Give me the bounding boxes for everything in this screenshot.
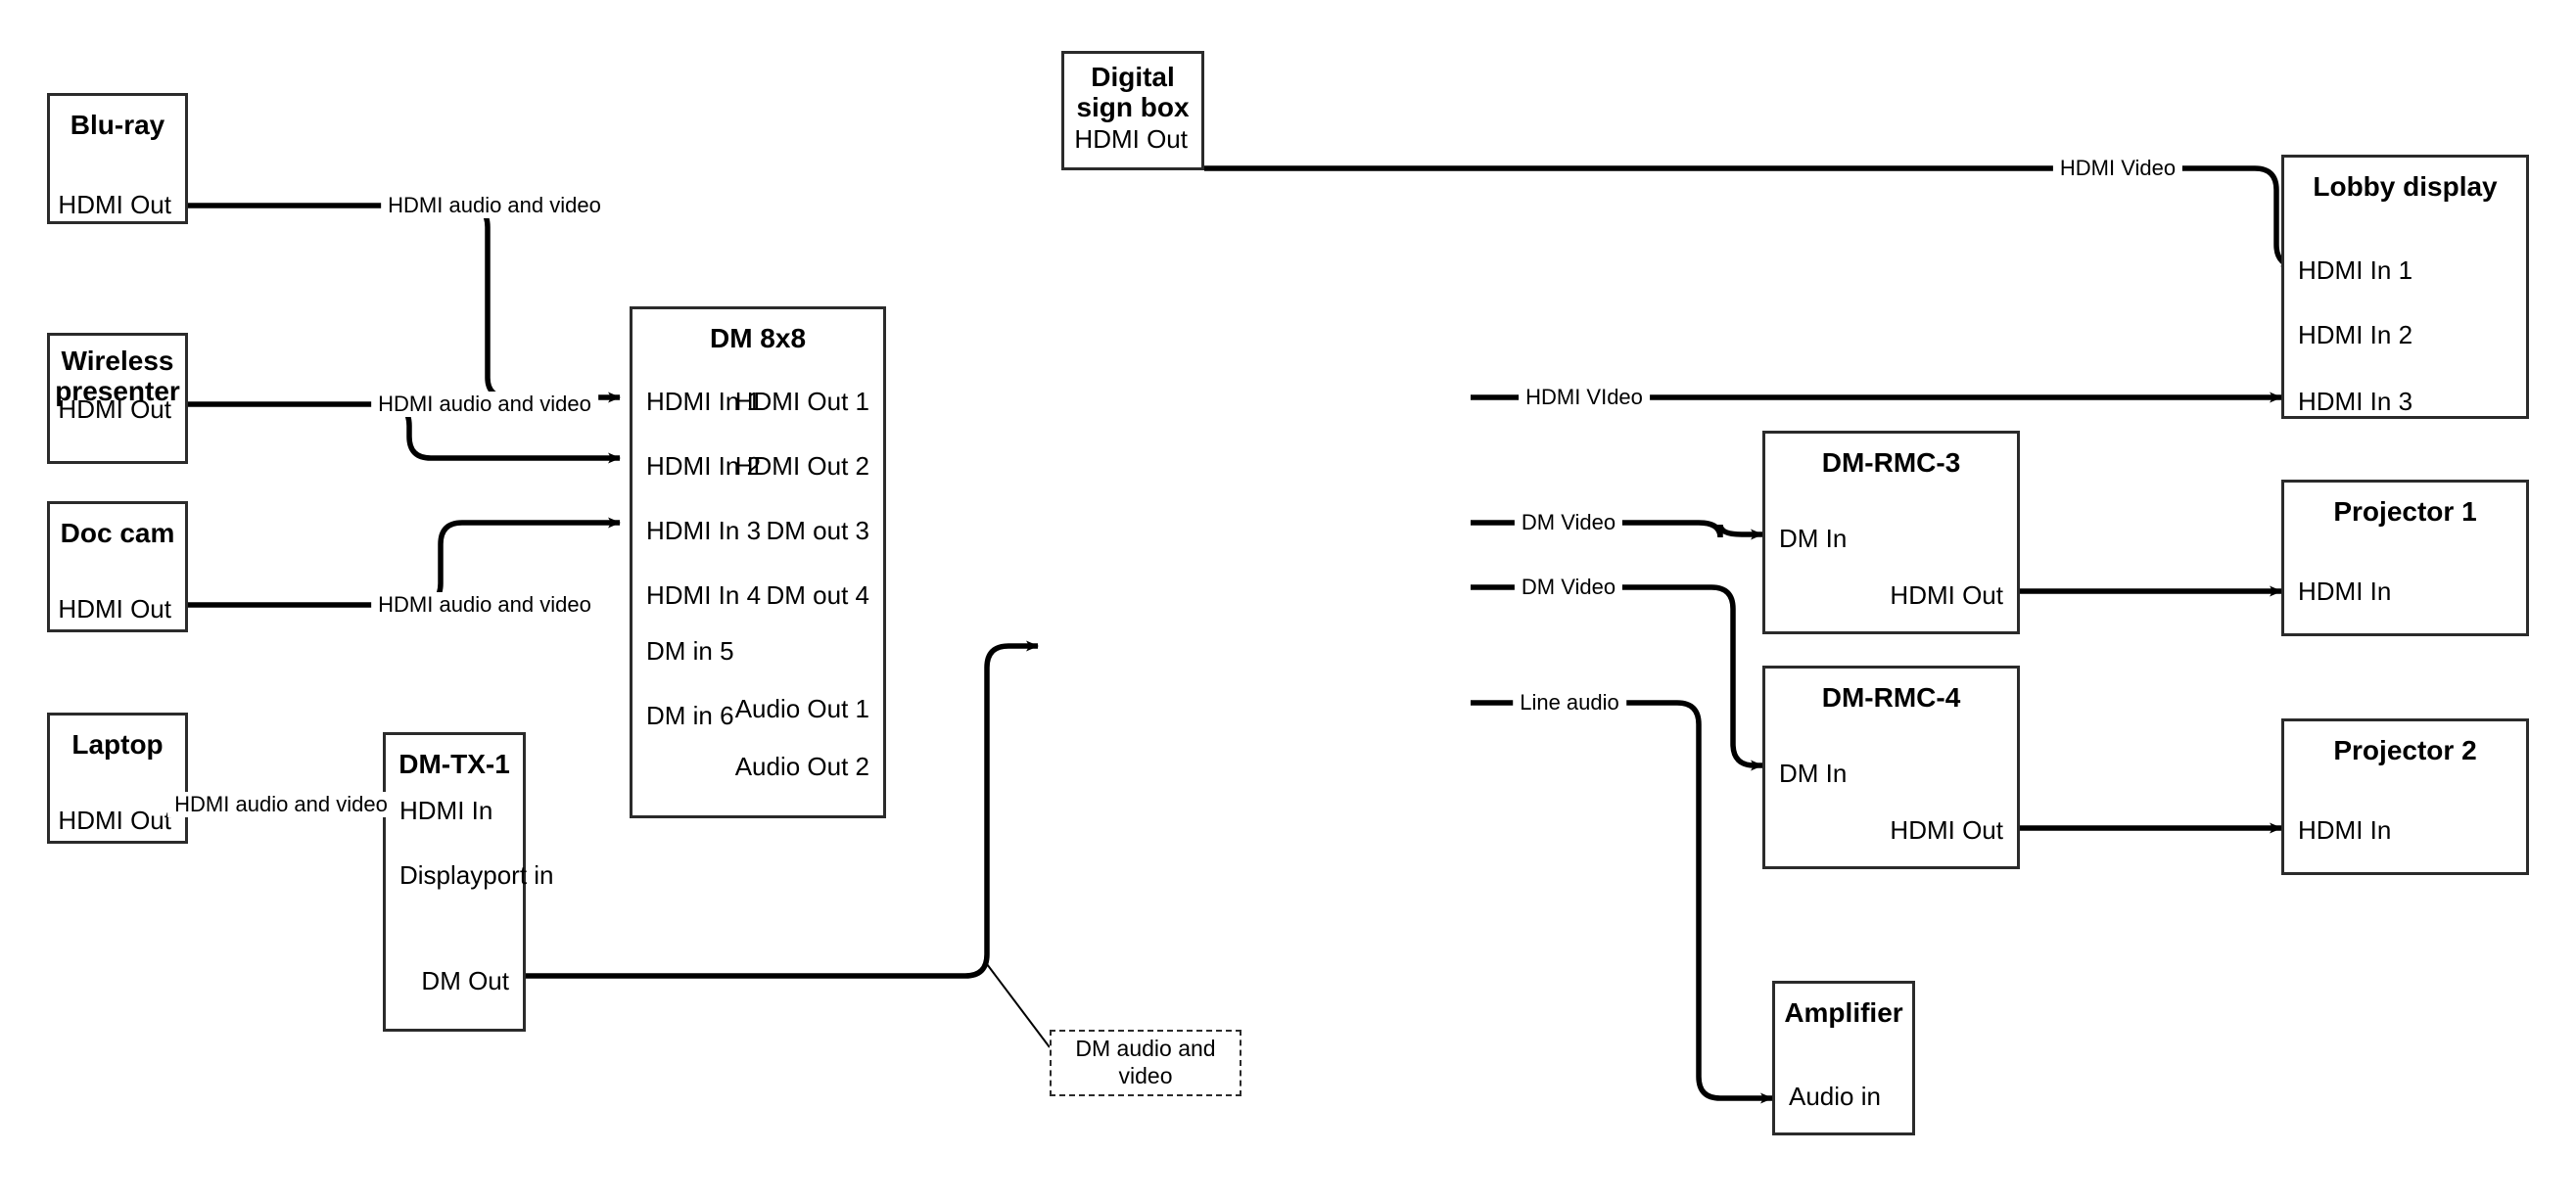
node-dm-rmc-4[interactable]: DM-RMC-4 DM In HDMI Out — [1762, 666, 2020, 869]
node-dm-8x8-port-audio-out-2[interactable]: Audio Out 2 — [734, 752, 869, 781]
wire-label-dm-out-3: DM Video — [1514, 510, 1623, 535]
node-amplifier-title: Amplifier — [1784, 997, 1903, 1028]
node-laptop-port-hdmi-out[interactable]: HDMI Out — [58, 806, 171, 835]
node-digital-sign-box[interactable]: Digital sign box HDMI Out — [1061, 51, 1204, 170]
wire-label-hdmi-out-1: HDMI VIdeo — [1519, 385, 1650, 410]
node-dm-rmc-3-title: DM-RMC-3 — [1821, 447, 1961, 478]
node-lobby-display-title: Lobby display — [2313, 171, 2498, 202]
node-dm-8x8-port-hdmi-out-1[interactable]: HDMI Out 1 — [734, 387, 869, 416]
node-lobby-display-port-hdmi-in-3[interactable]: HDMI In 3 — [2298, 387, 2413, 416]
node-dm-rmc-4-port-hdmi-out[interactable]: HDMI Out — [1890, 815, 2003, 845]
node-dm-rmc-4-title: DM-RMC-4 — [1821, 682, 1961, 713]
wire-label-wireless: HDMI audio and video — [371, 392, 598, 417]
node-dm-tx-1-port-hdmi-in[interactable]: HDMI In — [399, 796, 493, 825]
node-dm-8x8[interactable]: DM 8x8 HDMI In 1 HDMI In 2 HDMI In 3 HDM… — [630, 306, 886, 818]
node-dm-8x8-port-hdmi-out-2[interactable]: HDMI Out 2 — [734, 451, 869, 481]
node-laptop-title: Laptop — [71, 729, 164, 760]
node-doc-cam[interactable]: Doc cam HDMI Out — [47, 501, 188, 632]
node-dm-8x8-port-hdmi-in-4[interactable]: HDMI In 4 — [646, 580, 762, 610]
wire-label-audio-out-1: Line audio — [1513, 690, 1626, 716]
node-dm-tx-1-title: DM-TX-1 — [398, 749, 510, 779]
wire-label-doccam: HDMI audio and video — [371, 592, 598, 618]
wire-label-digital-sign: HDMI Video — [2052, 156, 2183, 181]
node-amplifier[interactable]: Amplifier Audio in — [1772, 981, 1915, 1135]
node-lobby-display-port-hdmi-in-1[interactable]: HDMI In 1 — [2298, 255, 2413, 285]
wire-label-laptop: HDMI audio and video — [167, 792, 395, 817]
wire-dm8x8-to-rmc4 — [1471, 584, 1763, 771]
node-projector-2[interactable]: Projector 2 HDMI In — [2281, 718, 2529, 875]
node-doc-cam-port-hdmi-out[interactable]: HDMI Out — [58, 594, 171, 624]
node-dm-8x8-port-dm-out-3[interactable]: DM out 3 — [766, 516, 870, 545]
node-wireless-presenter-port-hdmi-out[interactable]: HDMI Out — [58, 394, 171, 424]
node-projector-2-title: Projector 2 — [2333, 735, 2477, 765]
node-dm-tx-1-port-displayport-in[interactable]: Displayport in — [399, 860, 554, 890]
callout-note-dm-audio-video: DM audio and video — [1050, 1030, 1241, 1096]
node-dm-8x8-port-audio-out-1[interactable]: Audio Out 1 — [734, 694, 869, 723]
node-projector-1[interactable]: Projector 1 HDMI In — [2281, 480, 2529, 636]
node-projector-1-title: Projector 1 — [2333, 496, 2477, 527]
node-bluray[interactable]: Blu-ray HDMI Out — [47, 93, 188, 224]
node-bluray-port-hdmi-out[interactable]: HDMI Out — [58, 190, 171, 219]
wire-signbox-to-lobby-in1-path — [1204, 165, 2299, 272]
node-dm-8x8-port-dm-out-4[interactable]: DM out 4 — [766, 580, 870, 610]
node-projector-2-port-hdmi-in[interactable]: HDMI In — [2298, 815, 2392, 845]
node-dm-tx-1[interactable]: DM-TX-1 HDMI In Displayport in DM Out — [383, 732, 554, 1032]
node-digital-sign-box-title: Digital sign box — [1076, 62, 1190, 123]
wire-label-bluray: HDMI audio and video — [381, 193, 608, 218]
node-lobby-display-port-hdmi-in-2[interactable]: HDMI In 2 — [2298, 320, 2413, 349]
node-wireless-presenter[interactable]: Wireless presenter HDMI Out — [47, 333, 188, 464]
wire-dm8x8-to-amplifier — [1471, 700, 1773, 1104]
node-lobby-display[interactable]: Lobby display HDMI In 1 HDMI In 2 HDMI I… — [2281, 155, 2529, 419]
node-dm-8x8-port-dm-in-5[interactable]: DM in 5 — [646, 636, 734, 666]
callout-leader-line — [986, 963, 1051, 1048]
node-dm-rmc-3-port-hdmi-out[interactable]: HDMI Out — [1890, 580, 2003, 610]
node-projector-1-port-hdmi-in[interactable]: HDMI In — [2298, 577, 2392, 606]
node-doc-cam-title: Doc cam — [60, 518, 175, 548]
node-dm-rmc-4-port-dm-in[interactable]: DM In — [1779, 759, 1848, 788]
node-dm-8x8-port-hdmi-in-1[interactable]: HDMI In 1 — [646, 387, 762, 416]
wire-bluray-to-dm8x8 — [188, 203, 621, 403]
node-dm-rmc-3-port-dm-in[interactable]: DM In — [1779, 524, 1848, 553]
node-dm-rmc-3[interactable]: DM-RMC-3 DM In HDMI Out — [1762, 431, 2020, 634]
node-wireless-presenter-title: Wireless presenter — [55, 346, 180, 407]
node-dm-tx-1-port-dm-out[interactable]: DM Out — [421, 966, 509, 995]
node-dm-8x8-title: DM 8x8 — [709, 323, 807, 353]
node-dm-8x8-port-hdmi-in-3[interactable]: HDMI In 3 — [646, 516, 762, 545]
node-amplifier-port-audio-in[interactable]: Audio in — [1789, 1082, 1881, 1111]
node-dm-8x8-port-hdmi-in-2[interactable]: HDMI In 2 — [646, 451, 762, 481]
node-laptop[interactable]: Laptop HDMI Out — [47, 713, 188, 844]
node-dm-8x8-port-dm-in-6[interactable]: DM in 6 — [646, 701, 734, 730]
node-bluray-title: Blu-ray — [70, 110, 165, 140]
node-digital-sign-box-port-hdmi-out[interactable]: HDMI Out — [1074, 124, 1188, 154]
wire-label-dm-out-4: DM Video — [1514, 575, 1623, 600]
